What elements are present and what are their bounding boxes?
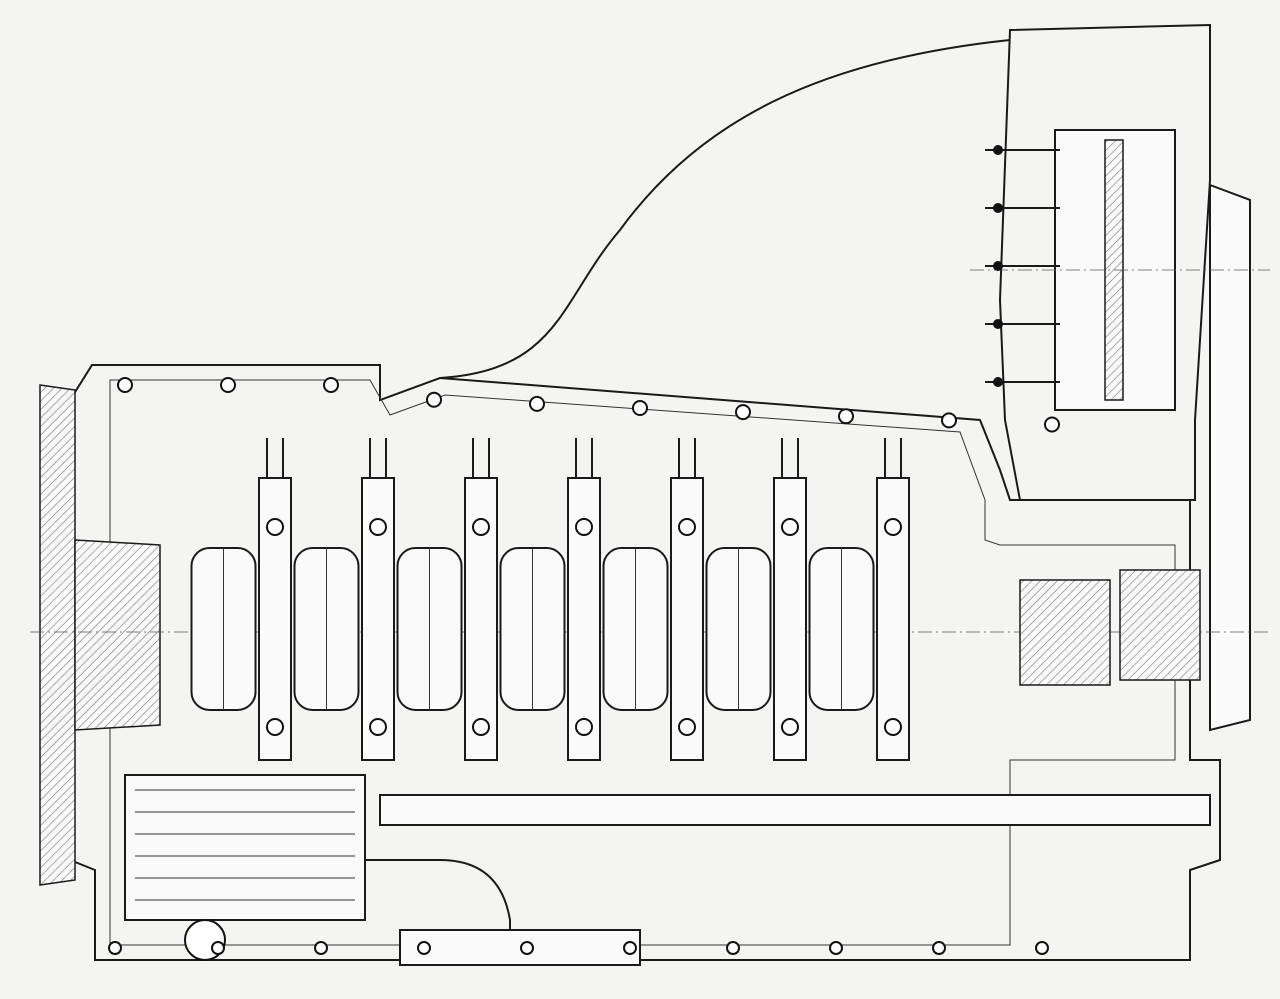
flywheel-flange: [39, 384, 76, 886]
sump-bolt: [211, 941, 225, 955]
drive-pulley: [1209, 183, 1251, 732]
fan-stud-nut: [993, 145, 1003, 155]
bearing-bolt: [678, 518, 696, 536]
case-bolt: [941, 412, 957, 429]
timing-gear-hub: [1119, 569, 1201, 681]
fan-stud-nut: [993, 377, 1003, 387]
case-bolt: [426, 391, 442, 408]
fan-stud-nut: [993, 203, 1003, 213]
sump-bolt: [1035, 941, 1049, 955]
sump-bolt: [520, 941, 534, 955]
bearing-bolt: [781, 518, 799, 536]
crankcase-inner-wall: [109, 379, 1176, 946]
bearing-bolt: [472, 718, 490, 736]
generated-parts: [108, 145, 1060, 955]
case-bolt: [117, 377, 133, 393]
bearing-bolt: [781, 718, 799, 736]
crankcase-outline: [69, 364, 1221, 961]
crankshaft-nose: [1019, 579, 1111, 686]
bearing-bolt: [884, 518, 902, 536]
oil-sump-drain: [399, 929, 641, 966]
fan-stud-nut: [993, 319, 1003, 329]
rear-seal-housing: [74, 539, 161, 731]
bearing-bolt: [266, 518, 284, 536]
bearing-bolt: [678, 718, 696, 736]
bearing-bolt: [369, 518, 387, 536]
sump-bolt: [829, 941, 843, 955]
fan-housing: [998, 23, 1211, 501]
case-bolt: [220, 377, 236, 393]
oil-pump: [124, 774, 366, 921]
sump-bolt: [314, 941, 328, 955]
case-bolt: [735, 404, 751, 421]
sump-bolt: [417, 941, 431, 955]
bearing-bolt: [266, 718, 284, 736]
case-bolt: [529, 395, 545, 412]
sump-bolt: [932, 941, 946, 955]
air-duct-curve: [439, 39, 1011, 379]
bearing-bolt: [472, 518, 490, 536]
bearing-bolt: [575, 518, 593, 536]
case-bolt: [838, 408, 854, 425]
case-bolt: [632, 400, 648, 416]
sump-bolt: [726, 941, 740, 955]
fan-stud-nut: [993, 261, 1003, 271]
sump-bolt: [108, 941, 122, 955]
case-bolt: [1044, 416, 1060, 433]
case-bolt: [323, 377, 339, 393]
sump-bolt: [623, 941, 637, 955]
oil-pickup-pipe: [365, 859, 511, 945]
layshaft: [379, 794, 1211, 826]
bearing-bolt: [884, 718, 902, 736]
bearing-bolt: [369, 718, 387, 736]
bearing-bolt: [575, 718, 593, 736]
